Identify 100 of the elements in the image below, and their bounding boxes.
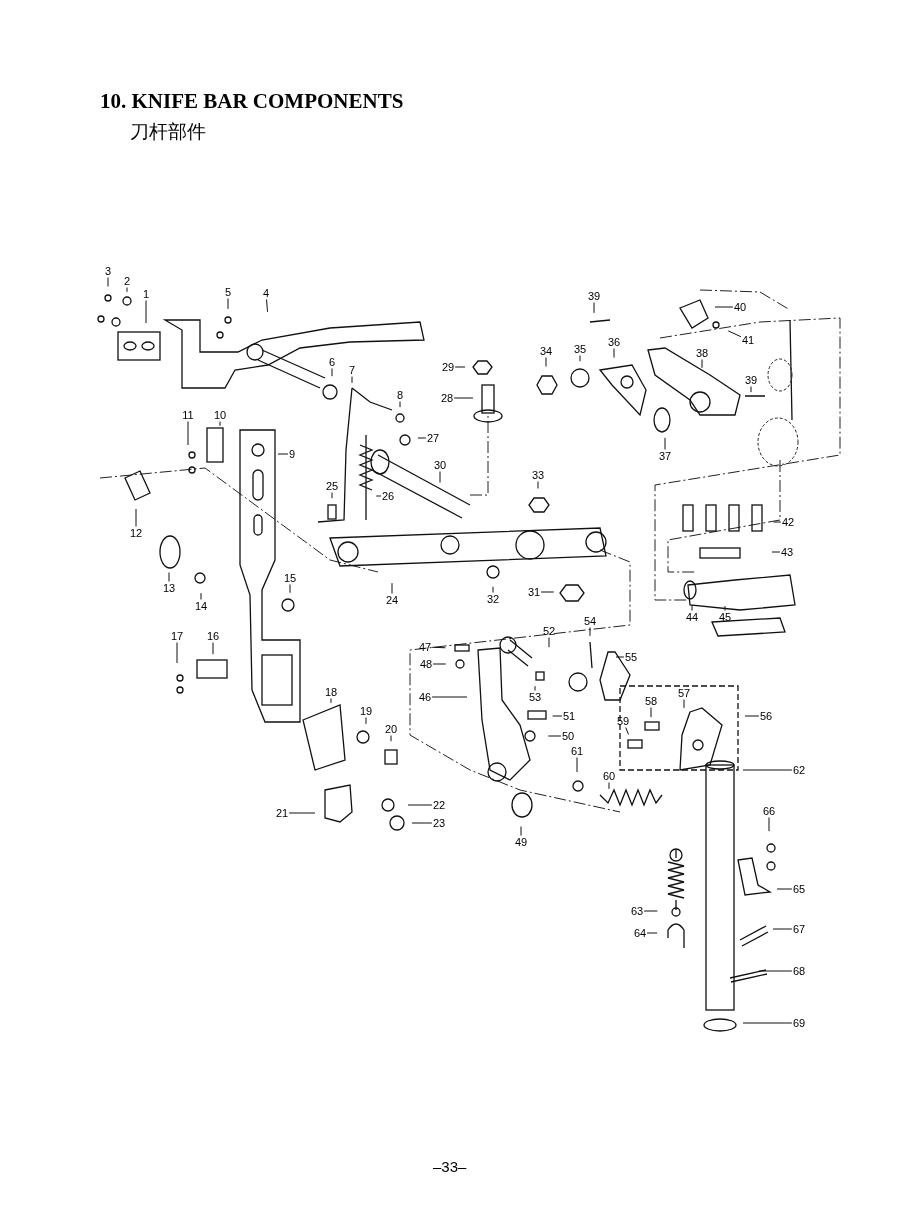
callout-number: 12 — [129, 527, 143, 539]
leader-line — [773, 521, 782, 523]
leader-line — [289, 584, 291, 594]
leader-line — [492, 586, 494, 593]
callout-number: 16 — [206, 630, 220, 642]
leader-line — [277, 453, 289, 455]
callout-number: 53 — [528, 691, 542, 703]
leader-line — [219, 421, 221, 427]
leader-line — [288, 812, 316, 814]
callout-number: 13 — [162, 582, 176, 594]
leader-line — [266, 299, 268, 313]
callout-number: 55 — [624, 651, 638, 663]
callout-number: 17 — [170, 630, 184, 642]
callout-number: 7 — [348, 364, 356, 376]
callout-number: 27 — [426, 432, 440, 444]
leader-line — [187, 421, 189, 446]
leader-line — [683, 699, 685, 709]
leader-line — [576, 757, 578, 773]
callout-number: 29 — [441, 361, 455, 373]
leader-line — [776, 888, 793, 890]
leader-line — [375, 495, 382, 497]
leader-line — [417, 437, 427, 439]
callout-number: 42 — [781, 516, 795, 528]
leader-line — [727, 330, 742, 338]
callout-number: 11 — [182, 409, 194, 421]
callout-number: 1 — [142, 288, 150, 300]
callout-number: 14 — [194, 600, 208, 612]
leader-line — [615, 656, 625, 658]
callout-number: 24 — [385, 594, 399, 606]
leader-line — [168, 572, 170, 582]
callout-number: 21 — [275, 807, 289, 819]
leader-line — [126, 287, 128, 293]
callout-number: 34 — [539, 345, 553, 357]
callout-number: 68 — [792, 965, 806, 977]
callout-number: 15 — [283, 572, 297, 584]
callout-number: 57 — [677, 687, 691, 699]
leader-line — [768, 817, 770, 832]
leader-line — [593, 302, 595, 314]
leader-line — [625, 727, 630, 735]
callout-number: 38 — [695, 347, 709, 359]
leader-line — [399, 401, 401, 408]
callout-number: 60 — [602, 770, 616, 782]
leader-line — [547, 735, 562, 737]
callout-number: 26 — [381, 490, 395, 502]
callout-number: 28 — [440, 392, 454, 404]
leader-line — [331, 492, 333, 499]
title: 10. KNIFE BAR COMPONENTS — [100, 88, 404, 115]
leader-line — [453, 397, 474, 399]
leader-line — [330, 698, 332, 704]
callout-number: 59 — [616, 715, 630, 727]
leader-line — [613, 348, 615, 358]
leader-line — [540, 591, 555, 593]
callout-number: 36 — [607, 336, 621, 348]
leader-line — [431, 696, 468, 698]
callout-number: 48 — [419, 658, 433, 670]
callout-number: 44 — [685, 611, 699, 623]
leader-line — [135, 508, 137, 527]
callout-number: 25 — [325, 480, 339, 492]
subtitle: 刀杆部件 — [130, 120, 206, 144]
leader-line — [212, 642, 214, 655]
callout-number: 51 — [562, 710, 576, 722]
callout-number: 50 — [561, 730, 575, 742]
callout-number: 30 — [433, 459, 447, 471]
callout-number: 54 — [583, 615, 597, 627]
leader-line — [724, 605, 726, 611]
callout-number: 66 — [762, 805, 776, 817]
leader-line — [351, 376, 353, 384]
callout-number: 49 — [514, 836, 528, 848]
leader-line — [548, 637, 550, 648]
leader-line — [772, 928, 793, 930]
leader-line — [742, 769, 793, 771]
leader-line — [664, 437, 666, 450]
callout-number: 63 — [630, 905, 644, 917]
leader-line — [411, 822, 433, 824]
leader-line — [107, 277, 109, 287]
leader-line — [744, 715, 760, 717]
leader-line — [750, 386, 752, 393]
leader-line — [390, 735, 392, 742]
callout-number: 19 — [359, 705, 373, 717]
callout-number: 6 — [328, 356, 336, 368]
leader-line — [534, 685, 536, 691]
leader-line — [691, 604, 693, 611]
callout-number: 58 — [644, 695, 658, 707]
leader-line — [579, 355, 581, 362]
leader-line — [537, 481, 539, 489]
callout-number: 61 — [570, 745, 584, 757]
callout-number: 47 — [418, 641, 432, 653]
page-number: –33– — [433, 1157, 467, 1177]
leader-line — [227, 298, 229, 310]
leader-line — [200, 592, 202, 600]
callout-number: 5 — [224, 286, 232, 298]
callout-number: 2 — [123, 275, 131, 287]
leader-line — [365, 717, 367, 725]
callout-number: 22 — [432, 799, 446, 811]
callout-number: 67 — [792, 923, 806, 935]
callout-number: 43 — [780, 546, 794, 558]
callout-number: 9 — [288, 448, 296, 460]
callout-number: 31 — [527, 586, 541, 598]
leader-line — [771, 551, 781, 553]
callout-number: 37 — [658, 450, 672, 462]
